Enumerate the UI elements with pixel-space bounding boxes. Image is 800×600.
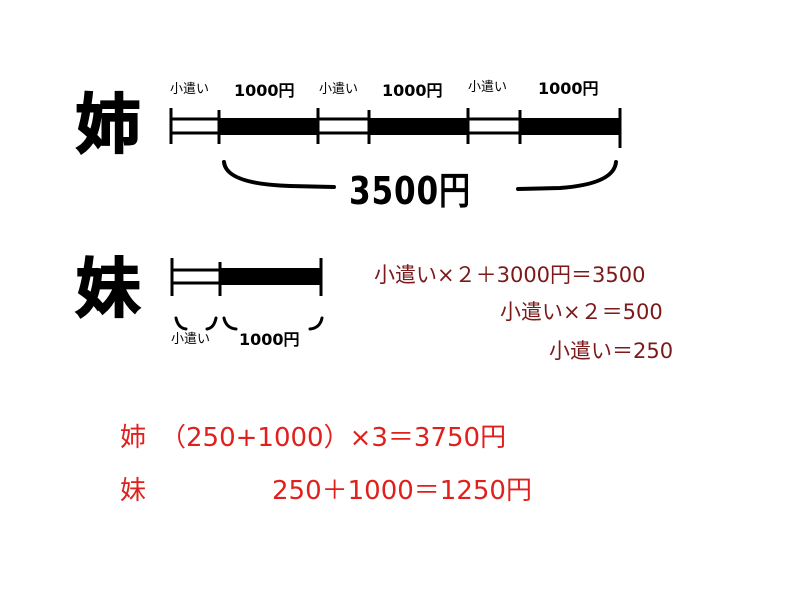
older-total-label: 3500円 — [349, 169, 471, 213]
younger-sister-label: 妹 — [75, 253, 141, 327]
total-brace — [222, 160, 618, 191]
answer-older-label: 姉 — [120, 423, 147, 453]
equation-2: 小遣い×２＝500 — [500, 300, 663, 324]
older-amount-label-1: 1000円 — [234, 81, 295, 100]
older-amount-label-2: 1000円 — [382, 81, 443, 100]
answer-younger-label: 妹 — [120, 476, 147, 506]
older-allowance-label-3: 小遣い — [468, 80, 508, 95]
answer-older-expression: （250+1000）×3＝3750円 — [160, 423, 507, 453]
answer-younger-expression: 250＋1000＝1250円 — [272, 476, 532, 506]
younger-amount-label: 1000円 — [239, 330, 300, 349]
younger-braces — [174, 316, 324, 331]
younger-sister-tape — [170, 258, 323, 296]
older-amount-label-3: 1000円 — [538, 79, 599, 98]
older-sister-tape — [169, 108, 622, 148]
older-allowance-label-2: 小遣い — [319, 82, 359, 97]
equation-3: 小遣い＝250 — [549, 339, 674, 363]
older-allowance-label-1: 小遣い — [170, 82, 210, 97]
older-sister-label: 姉 — [75, 89, 141, 163]
equation-1: 小遣い×２＋3000円＝3500 — [374, 263, 646, 287]
younger-allowance-label: 小遣い — [171, 332, 211, 347]
